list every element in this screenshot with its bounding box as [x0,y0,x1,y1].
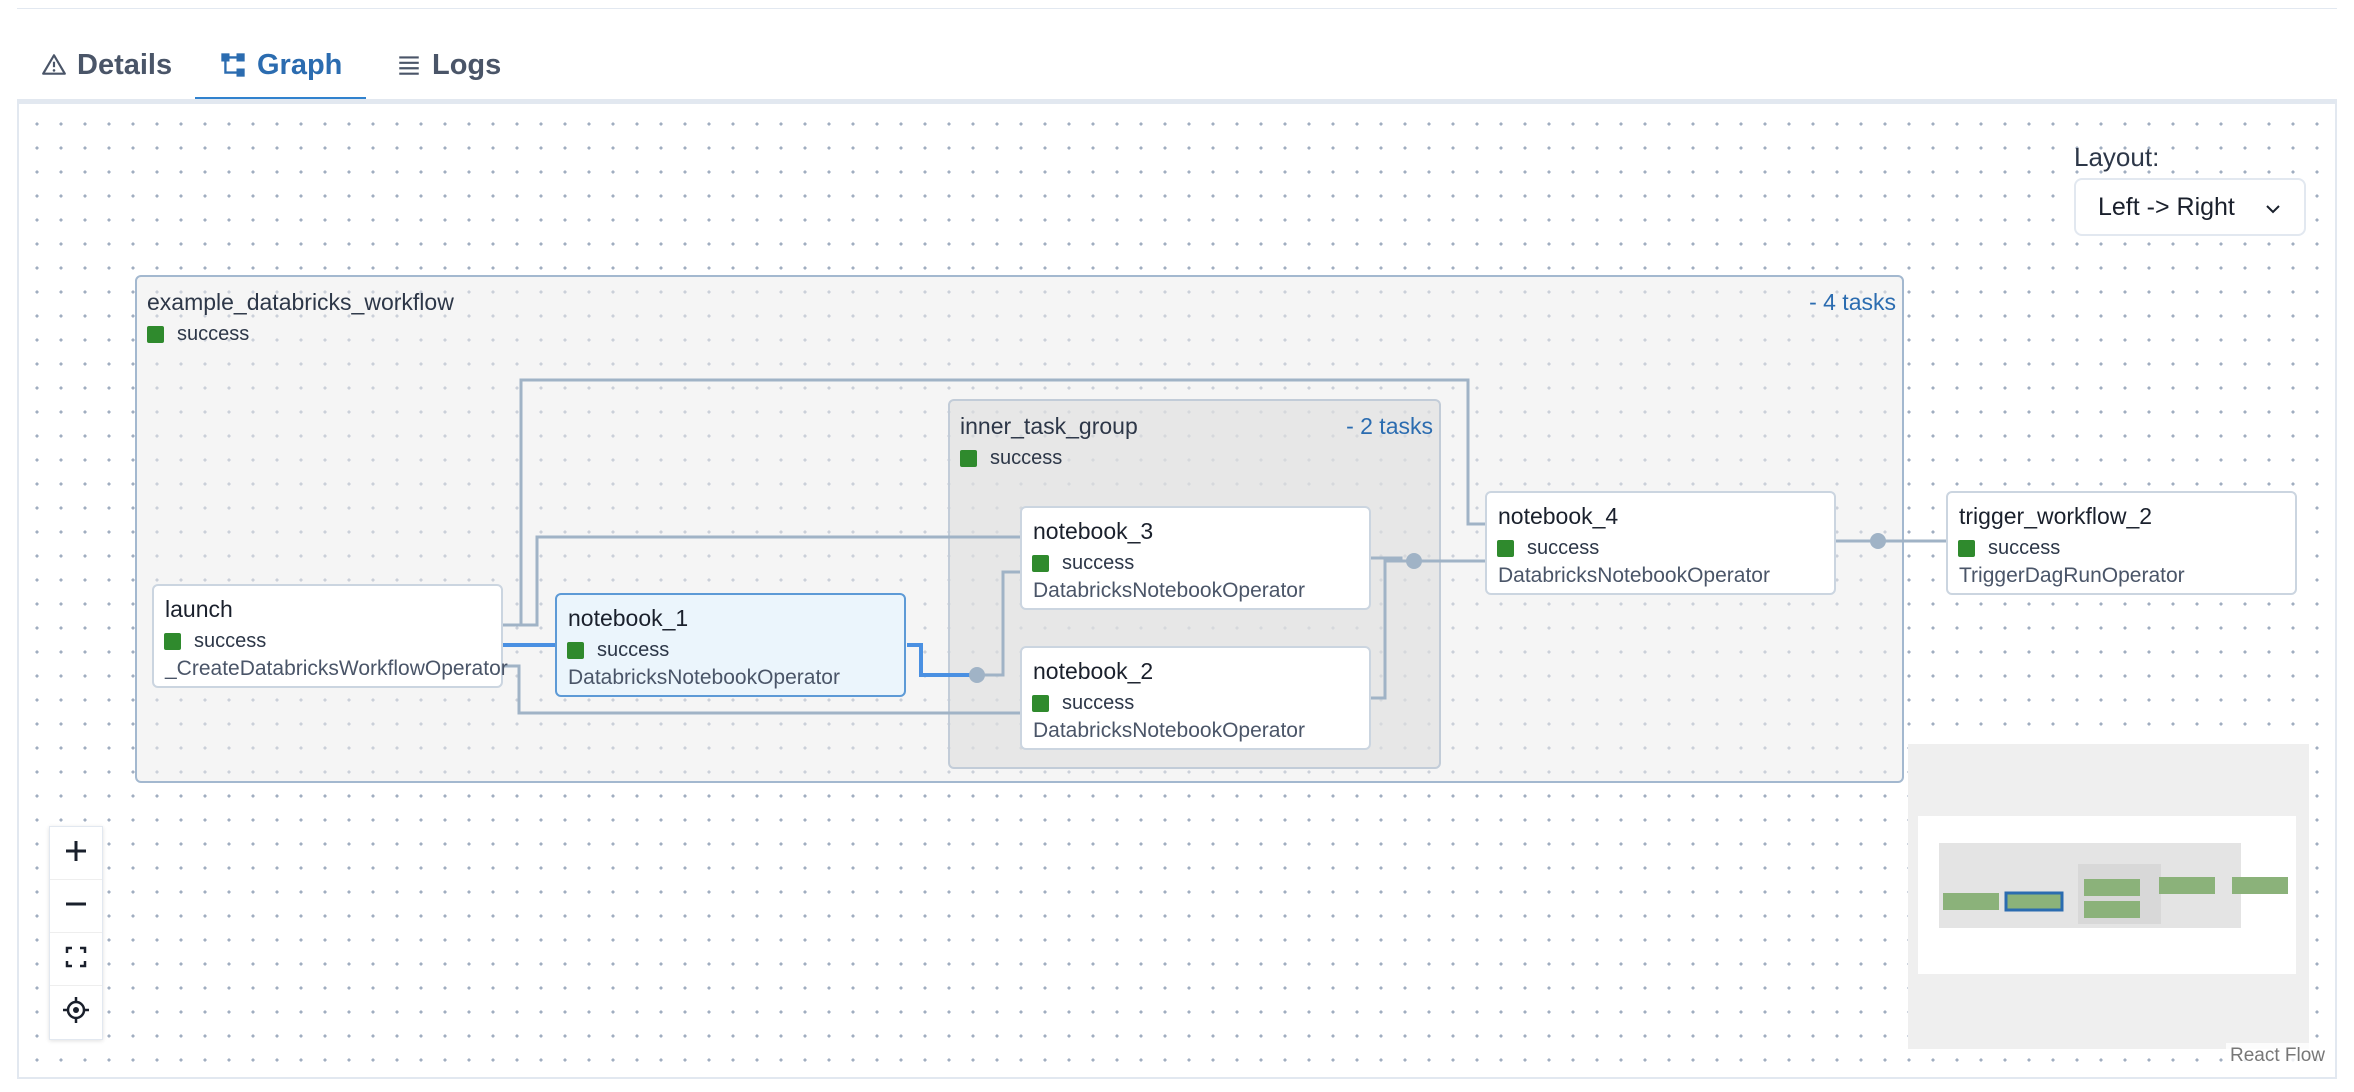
tab-details-label: Details [77,48,173,81]
zoom-in-button[interactable] [50,827,102,880]
edge-launch-notebook-2 [503,664,1020,715]
react-flow-attribution-link[interactable]: React Flow [2225,1043,2329,1069]
status-square-icon [1958,540,1975,557]
tab-details[interactable]: Details [17,28,196,102]
edge-junction [1870,533,1886,549]
edge-selected-notebook-1-notebook-2 [907,643,977,677]
status-text: success [1062,692,1135,714]
group-collapse-link[interactable]: - 2 tasks [1346,413,1433,439]
edge-launch-notebook-3 [503,535,1020,627]
status-text: success [194,630,267,652]
chevron-down-icon [2264,193,2282,222]
edge-junction [969,667,985,683]
minus-icon [63,891,89,922]
layout-select-value: Left -> Right [2098,192,2235,221]
list-icon [396,52,422,78]
edge-junction [1406,553,1422,569]
task-node-notebook-4[interactable]: notebook_4 success DatabricksNotebookOpe… [1485,491,1836,595]
task-name: trigger_workflow_2 [1959,503,2153,529]
status-text: success [177,323,250,345]
status-text: success [1062,552,1135,574]
status-text: success [597,639,670,661]
task-name: notebook_2 [1033,658,1154,684]
task-status: success [1032,692,1134,715]
task-operator: DatabricksNotebookOperator [1498,564,1770,587]
task-node-notebook-2[interactable]: notebook_2 success DatabricksNotebookOpe… [1020,646,1371,750]
minimap[interactable] [1908,744,2309,1049]
crosshair-icon [62,996,90,1029]
tab-graph[interactable]: Graph [195,28,367,102]
status-square-icon [164,633,181,650]
task-name: notebook_4 [1498,503,1619,529]
task-status: success [1958,537,2060,560]
status-square-icon [567,642,584,659]
fit-view-button[interactable] [50,933,102,986]
task-name: notebook_3 [1033,518,1154,544]
group-collapse-link[interactable]: - 4 tasks [1809,289,1896,315]
layout-select[interactable]: Left -> Right [2074,178,2306,236]
task-operator: _CreateDatabricksWorkflowOperator [165,657,508,680]
graph-icon [219,51,247,79]
task-status: success [1032,552,1134,575]
task-operator: DatabricksNotebookOperator [568,666,840,689]
status-text: success [1527,537,1600,559]
status-square-icon [1032,555,1049,572]
tab-logs[interactable]: Logs [372,28,525,102]
status-square-icon [1032,695,1049,712]
fit-view-icon [64,945,88,974]
status-text: success [990,447,1063,469]
status-square-icon [1497,540,1514,557]
tab-logs-label: Logs [432,48,502,81]
task-name: notebook_1 [568,605,689,631]
task-status: success [567,639,669,662]
minimap-graphic [1918,816,2296,974]
tabs-underline [17,99,2337,104]
tab-graph-label: Graph [257,48,343,81]
layout-label: Layout: [2074,142,2160,172]
task-node-launch[interactable]: launch success _CreateDatabricksWorkflow… [152,584,508,688]
task-operator: DatabricksNotebookOperator [1033,579,1305,602]
task-node-notebook-1[interactable]: notebook_1 success DatabricksNotebookOpe… [555,593,906,697]
task-status: success [1497,537,1599,560]
task-node-notebook-3[interactable]: notebook_3 success DatabricksNotebookOpe… [1020,506,1371,610]
edge-notebook-1-notebook-3 [977,570,1020,677]
edge-notebook-2-join [1369,559,1414,700]
task-status: success [164,630,266,653]
group-status: success [960,447,1062,470]
status-square-icon [960,450,977,467]
tab-bar: Details Graph Logs [17,28,2337,102]
status-square-icon [147,326,164,343]
zoom-controls [49,826,103,1040]
edges-layer [503,378,1946,715]
center-view-button[interactable] [50,986,102,1039]
task-operator: DatabricksNotebookOperator [1033,719,1305,742]
graph-canvas[interactable]: Layout: Left -> Right example_databricks… [17,104,2337,1079]
group-title: example_databricks_workflow [147,289,454,315]
group-status: success [147,323,249,346]
group-title: inner_task_group [960,413,1138,439]
task-name: launch [165,596,233,622]
task-operator: TriggerDagRunOperator [1959,564,2185,587]
status-text: success [1988,537,2061,559]
top-divider [17,8,2337,9]
task-node-trigger-workflow-2[interactable]: trigger_workflow_2 success TriggerDagRun… [1946,491,2297,595]
warning-icon [41,52,67,78]
plus-icon [63,838,89,869]
zoom-out-button[interactable] [50,880,102,933]
